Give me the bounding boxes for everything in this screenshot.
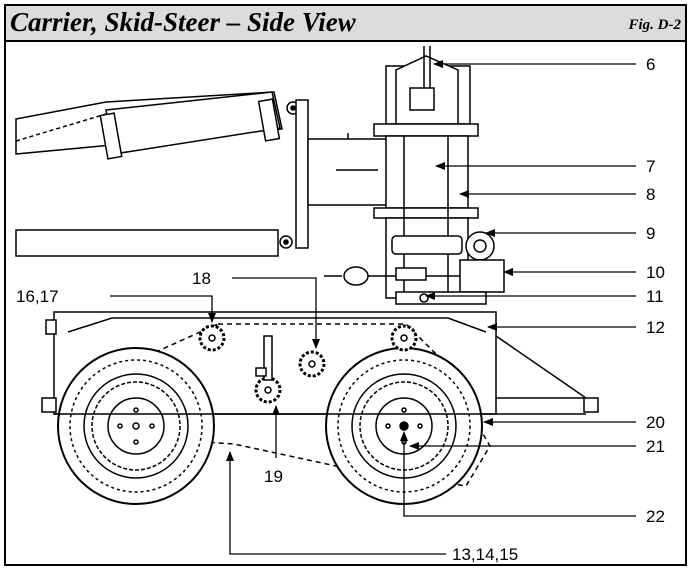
callout-16-17: 16,17 bbox=[16, 287, 59, 306]
callout-20: 20 bbox=[646, 413, 665, 432]
callout-6: 6 bbox=[646, 55, 655, 74]
leader-13 bbox=[226, 451, 446, 555]
sprockets bbox=[198, 324, 418, 404]
callout-22: 22 bbox=[646, 507, 665, 526]
callout-19: 19 bbox=[264, 467, 283, 486]
figure-frame: Carrier, Skid-Steer – Side View Fig. D-2 bbox=[4, 4, 687, 566]
callout-12: 12 bbox=[646, 318, 665, 337]
figure-header: Carrier, Skid-Steer – Side View Fig. D-2 bbox=[6, 6, 685, 42]
callout-10: 10 bbox=[646, 263, 665, 282]
leader-18 bbox=[232, 277, 320, 349]
callout-21: 21 bbox=[646, 437, 665, 456]
callout-18: 18 bbox=[192, 269, 211, 288]
callout-8: 8 bbox=[646, 185, 655, 204]
figure-number: Fig. D-2 bbox=[628, 17, 682, 33]
callout-9: 9 bbox=[646, 224, 655, 243]
hydraulic-valve bbox=[324, 231, 505, 305]
left-wheel bbox=[57, 347, 215, 505]
carrier-side-view-drawing: 6 7 8 9 10 11 12 16,17 18 19 20 21 22 13… bbox=[15, 46, 665, 564]
leader-16 bbox=[110, 295, 216, 323]
mast-assembly bbox=[373, 46, 479, 299]
callout-11: 11 bbox=[646, 287, 664, 306]
callout-7: 7 bbox=[646, 157, 655, 176]
hydraulic-cylinder bbox=[15, 91, 300, 160]
callout-13-14-15: 13,14,15 bbox=[452, 545, 518, 564]
figure-title: Carrier, Skid-Steer – Side View bbox=[10, 7, 356, 37]
leader-22 bbox=[400, 431, 636, 517]
